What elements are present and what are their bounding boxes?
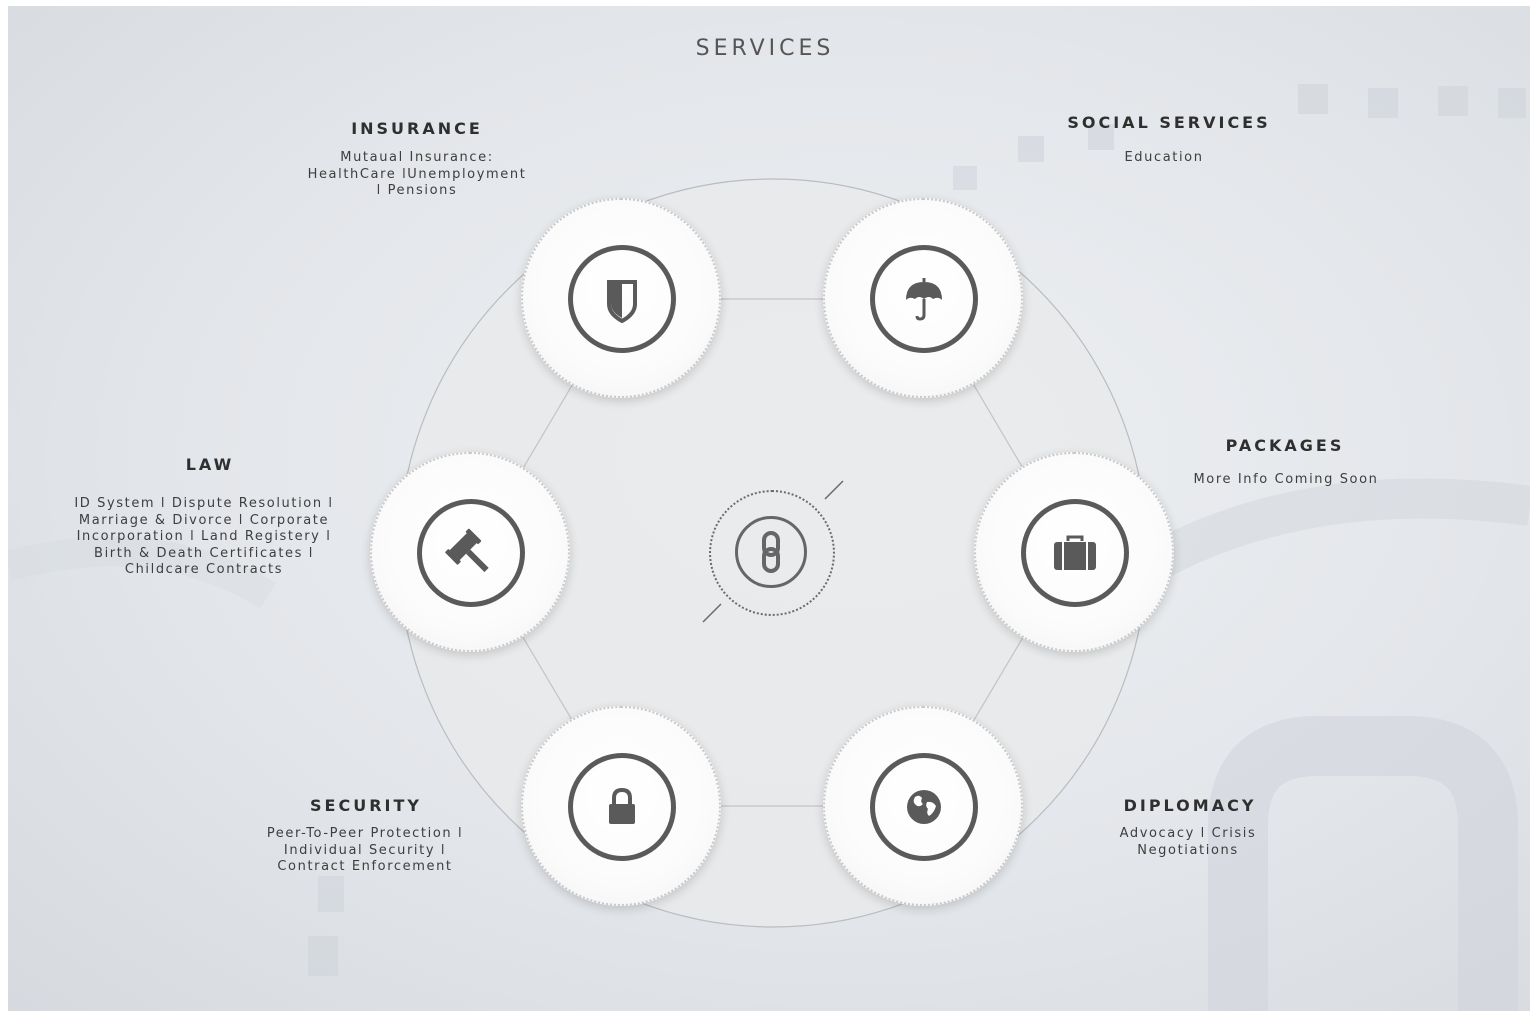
packages-title: PACKAGES	[1225, 436, 1345, 455]
padlock-icon	[609, 787, 635, 824]
insurance-title: INSURANCE	[351, 119, 483, 138]
social-services-description: Education	[1124, 150, 1204, 165]
packages-node[interactable]	[974, 452, 1174, 652]
security-title: SECURITY	[310, 796, 422, 815]
social-services-title: SOCIAL SERVICES	[1067, 113, 1271, 132]
page-title: SERVICES	[695, 36, 835, 61]
chain-link-icon	[762, 531, 780, 573]
social-services-node[interactable]	[823, 198, 1023, 398]
umbrella-icon	[906, 278, 942, 321]
security-node[interactable]	[521, 706, 721, 906]
insurance-node[interactable]	[521, 198, 721, 398]
packages-description: More Info Coming Soon	[1193, 472, 1379, 487]
shield-icon	[607, 280, 637, 324]
insurance-description: Mutaual Insurance:HealthCare lUnemployme…	[307, 150, 527, 198]
briefcase-icon	[1054, 535, 1096, 570]
diplomacy-title: DIPLOMACY	[1123, 796, 1257, 815]
diplomacy-node[interactable]	[823, 706, 1023, 906]
globe-icon	[907, 790, 941, 824]
center-emblem	[709, 490, 835, 616]
law-node[interactable]	[370, 452, 570, 652]
gavel-icon	[445, 528, 489, 573]
law-title: LAW	[185, 455, 235, 474]
